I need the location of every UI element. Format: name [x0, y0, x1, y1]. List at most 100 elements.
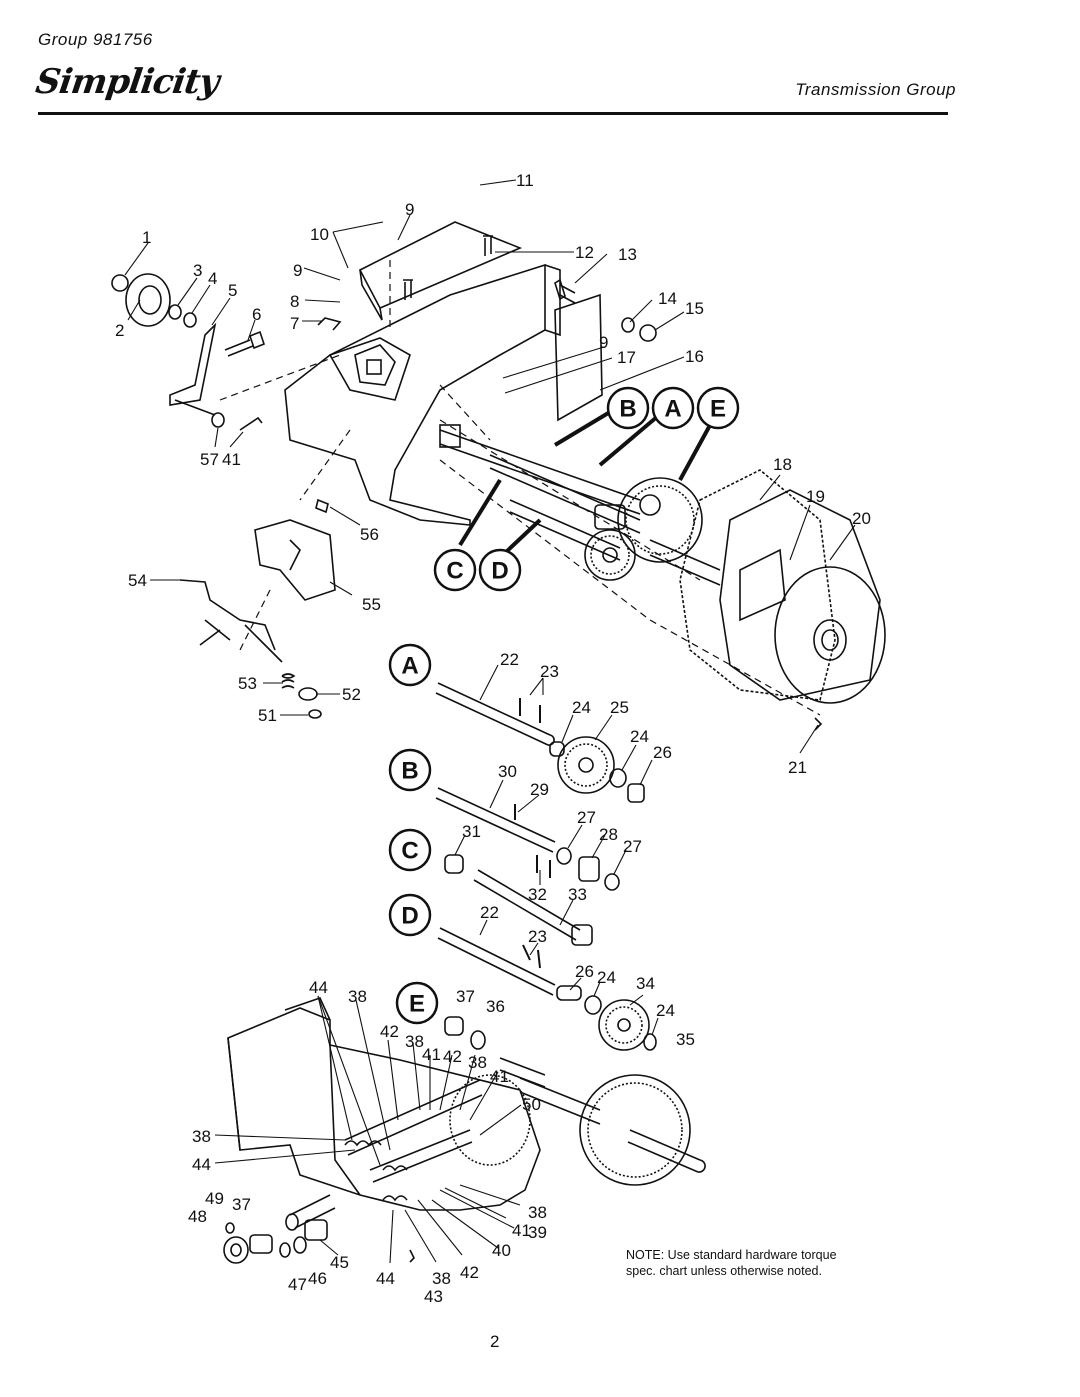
callout: 27	[623, 837, 642, 856]
gasket	[679, 469, 836, 701]
callout: 44	[376, 1269, 395, 1288]
washer	[183, 312, 197, 328]
callout: 42	[443, 1047, 462, 1066]
callout: 4	[208, 269, 217, 288]
callout: 24	[572, 698, 591, 717]
badge-d-section	[388, 893, 432, 937]
callout: 29	[530, 780, 549, 799]
callout: 51	[258, 706, 277, 725]
callout: 20	[852, 509, 871, 528]
callout: 24	[630, 727, 649, 746]
callout: 53	[238, 674, 257, 693]
callout: 57	[200, 450, 219, 469]
callout: 37	[456, 987, 475, 1006]
spacer	[168, 304, 182, 320]
shifter-bracket	[254, 519, 336, 601]
plate-bolt	[483, 235, 493, 256]
callout: 41	[422, 1045, 441, 1064]
callout: 42	[460, 1263, 479, 1282]
idler-pulley	[125, 273, 171, 327]
callout: 38	[348, 987, 367, 1006]
callout: 46	[308, 1269, 327, 1288]
callout: 55	[362, 595, 381, 614]
callout: 22	[500, 650, 519, 669]
inner-bracket	[354, 344, 396, 386]
callout: 17	[617, 348, 636, 367]
callout: 56	[360, 525, 379, 544]
callout: 24	[656, 1001, 675, 1020]
nut	[111, 274, 129, 292]
callout: 44	[192, 1155, 211, 1174]
callout: 26	[575, 962, 594, 981]
badge-letter: D	[491, 558, 508, 585]
callout-numbers: 1 2 3 4 5 6 7 8 9 10 9 11 12 13 14 15 9 …	[115, 171, 871, 1306]
sprocket-34	[598, 999, 650, 1051]
cover-face	[774, 566, 886, 704]
callout: 52	[342, 685, 361, 704]
callout: 16	[685, 347, 704, 366]
sprocket-large	[617, 477, 703, 563]
callout: 50	[522, 1095, 541, 1114]
callout: 10	[310, 225, 329, 244]
drive-shafts	[439, 424, 641, 561]
callout: 11	[516, 171, 534, 190]
callout: 32	[528, 885, 547, 904]
callout: 8	[290, 292, 299, 311]
callout: 40	[492, 1241, 511, 1260]
spring	[281, 673, 296, 689]
hex-bolt	[224, 330, 265, 357]
callout: 38	[528, 1203, 547, 1222]
shaft-d	[437, 927, 556, 996]
badge-letter: B	[401, 758, 418, 785]
washer	[298, 687, 318, 701]
badge-letter: E	[409, 991, 425, 1018]
callout: 34	[636, 974, 655, 993]
header-rule	[38, 112, 948, 115]
callout: 39	[528, 1223, 547, 1242]
badge-letter: D	[401, 903, 418, 930]
callout: 43	[424, 1287, 443, 1306]
main-housing	[284, 263, 546, 526]
top-bracket-plate	[358, 221, 523, 310]
badge-e-upper	[696, 386, 740, 430]
callout: 42	[380, 1022, 399, 1041]
badge-b-upper	[606, 386, 650, 430]
callout: 49	[205, 1189, 224, 1208]
badge-a-upper	[651, 386, 695, 430]
callout: 36	[486, 997, 505, 1016]
callout: 5	[228, 281, 237, 300]
badge-letter: A	[664, 396, 681, 423]
callout: 26	[653, 743, 672, 762]
callout: 9	[293, 261, 302, 280]
sprocket-25	[557, 736, 615, 794]
callout: 38	[405, 1032, 424, 1051]
callout: 14	[658, 289, 677, 308]
callout: 13	[618, 245, 637, 264]
callout: 15	[685, 299, 704, 318]
callout: 2	[115, 321, 124, 340]
callout: 27	[577, 808, 596, 827]
callout: 18	[773, 455, 792, 474]
shaft-b	[435, 787, 556, 853]
shaft-a	[435, 682, 551, 746]
callout: 7	[290, 314, 299, 333]
section-title: Transmission Group	[795, 80, 956, 99]
badge-b-section	[388, 748, 432, 792]
callout: 9	[599, 333, 608, 352]
callout: 45	[330, 1253, 349, 1272]
callout: 23	[540, 662, 559, 681]
transmission-cover	[719, 489, 881, 701]
callout: 54	[128, 571, 147, 590]
badge-letter: C	[401, 838, 418, 865]
badge-c-upper	[433, 548, 477, 592]
callout: 41	[512, 1221, 531, 1240]
callout: 41	[222, 450, 241, 469]
badge-letter: E	[710, 396, 726, 423]
shift-lever	[179, 579, 276, 651]
callout: 38	[192, 1127, 211, 1146]
callout: 35	[676, 1030, 695, 1049]
callout: 6	[252, 305, 261, 324]
badge-d-upper	[478, 548, 522, 592]
side-plate	[554, 293, 603, 422]
